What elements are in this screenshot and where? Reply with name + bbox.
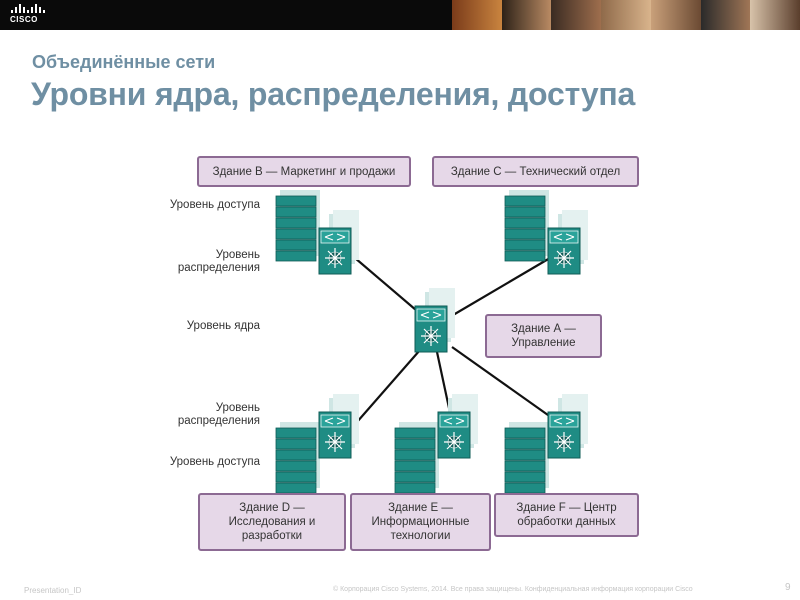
building-e-label-line1: Здание E — xyxy=(388,502,453,514)
building-e-label-line3: технологии xyxy=(390,530,451,542)
building-e-access-stack-icon xyxy=(394,421,440,494)
building-d-distribution-switch-icon xyxy=(318,393,360,459)
label-text: распределения xyxy=(177,262,260,274)
label-access-layer-top: Уровень доступа xyxy=(140,199,260,212)
photo-tile xyxy=(650,0,701,30)
page-number: 9 xyxy=(785,582,791,593)
building-f-label-line2: обработки данных xyxy=(517,516,616,528)
label-distribution-layer-bottom: Уровень распределения xyxy=(140,402,260,428)
photo-tile xyxy=(601,0,651,30)
building-b-label: Здание B — Маркетинг и продажи xyxy=(212,165,396,178)
cisco-logo-bars-icon xyxy=(10,4,50,13)
top-banner: CISCO xyxy=(0,0,800,30)
building-d-box: Здание D — Исследования и разработки xyxy=(198,493,346,551)
presentation-id: Presentation_ID xyxy=(24,586,82,595)
photo-tile xyxy=(700,0,751,30)
label-text: Уровень xyxy=(215,249,260,261)
building-e-label-line2: Информационные xyxy=(371,516,470,528)
people-photo-strip xyxy=(452,0,800,30)
building-e-box: Здание E — Информационные технологии xyxy=(350,493,491,551)
label-distribution-layer-top: Уровень распределения xyxy=(140,249,260,275)
building-d-access-stack-icon xyxy=(275,421,321,494)
label-text: распределения xyxy=(177,415,260,427)
building-d-label-line2: Исследования и xyxy=(228,516,316,528)
photo-tile xyxy=(452,0,502,30)
label-text: Уровень ядра xyxy=(186,320,260,332)
photo-tile xyxy=(551,0,602,30)
slide-subtitle: Объединённые сети xyxy=(32,52,216,72)
photo-tile xyxy=(750,0,800,30)
cisco-logo: CISCO xyxy=(10,4,50,26)
building-f-distribution-switch-icon xyxy=(547,393,589,459)
building-c-label: Здание C — Технический отдел xyxy=(450,165,621,178)
label-text: Уровень доступа xyxy=(169,456,260,468)
building-a-label-line2: Управление xyxy=(511,337,576,349)
building-c-access-stack-icon xyxy=(504,189,550,262)
core-switch-icon xyxy=(414,287,456,353)
building-d-label-line3: разработки xyxy=(241,530,303,542)
building-c-distribution-switch-icon xyxy=(547,209,589,275)
label-access-layer-bottom: Уровень доступа xyxy=(140,456,260,469)
building-a-box: Здание А — Управление xyxy=(485,314,602,358)
building-b-distribution-switch-icon xyxy=(318,209,360,275)
link-core-f xyxy=(451,346,556,421)
building-b-box: Здание B — Маркетинг и продажи xyxy=(197,156,411,187)
link-core-d xyxy=(349,349,421,431)
label-core-layer: Уровень ядра xyxy=(140,320,260,333)
label-text: Уровень доступа xyxy=(169,199,260,211)
building-d-label-line1: Здание D — xyxy=(239,502,305,514)
building-f-box: Здание F — Центр обработки данных xyxy=(494,493,639,537)
cisco-logo-text: CISCO xyxy=(10,15,38,24)
building-f-label-line1: Здание F — Центр xyxy=(516,502,617,514)
building-a-label-line1: Здание А — xyxy=(511,323,576,335)
copyright-notice: © Корпорация Cisco Systems, 2014. Все пр… xyxy=(333,586,693,593)
building-e-distribution-switch-icon xyxy=(437,393,479,459)
photo-tile xyxy=(501,0,552,30)
building-f-access-stack-icon xyxy=(504,421,550,494)
link-c-core xyxy=(447,257,551,319)
slide-title: Уровни ядра, распределения, доступа xyxy=(31,76,636,112)
label-text: Уровень xyxy=(215,402,260,414)
building-c-box: Здание C — Технический отдел xyxy=(432,156,639,187)
building-b-access-stack-icon xyxy=(275,189,321,262)
